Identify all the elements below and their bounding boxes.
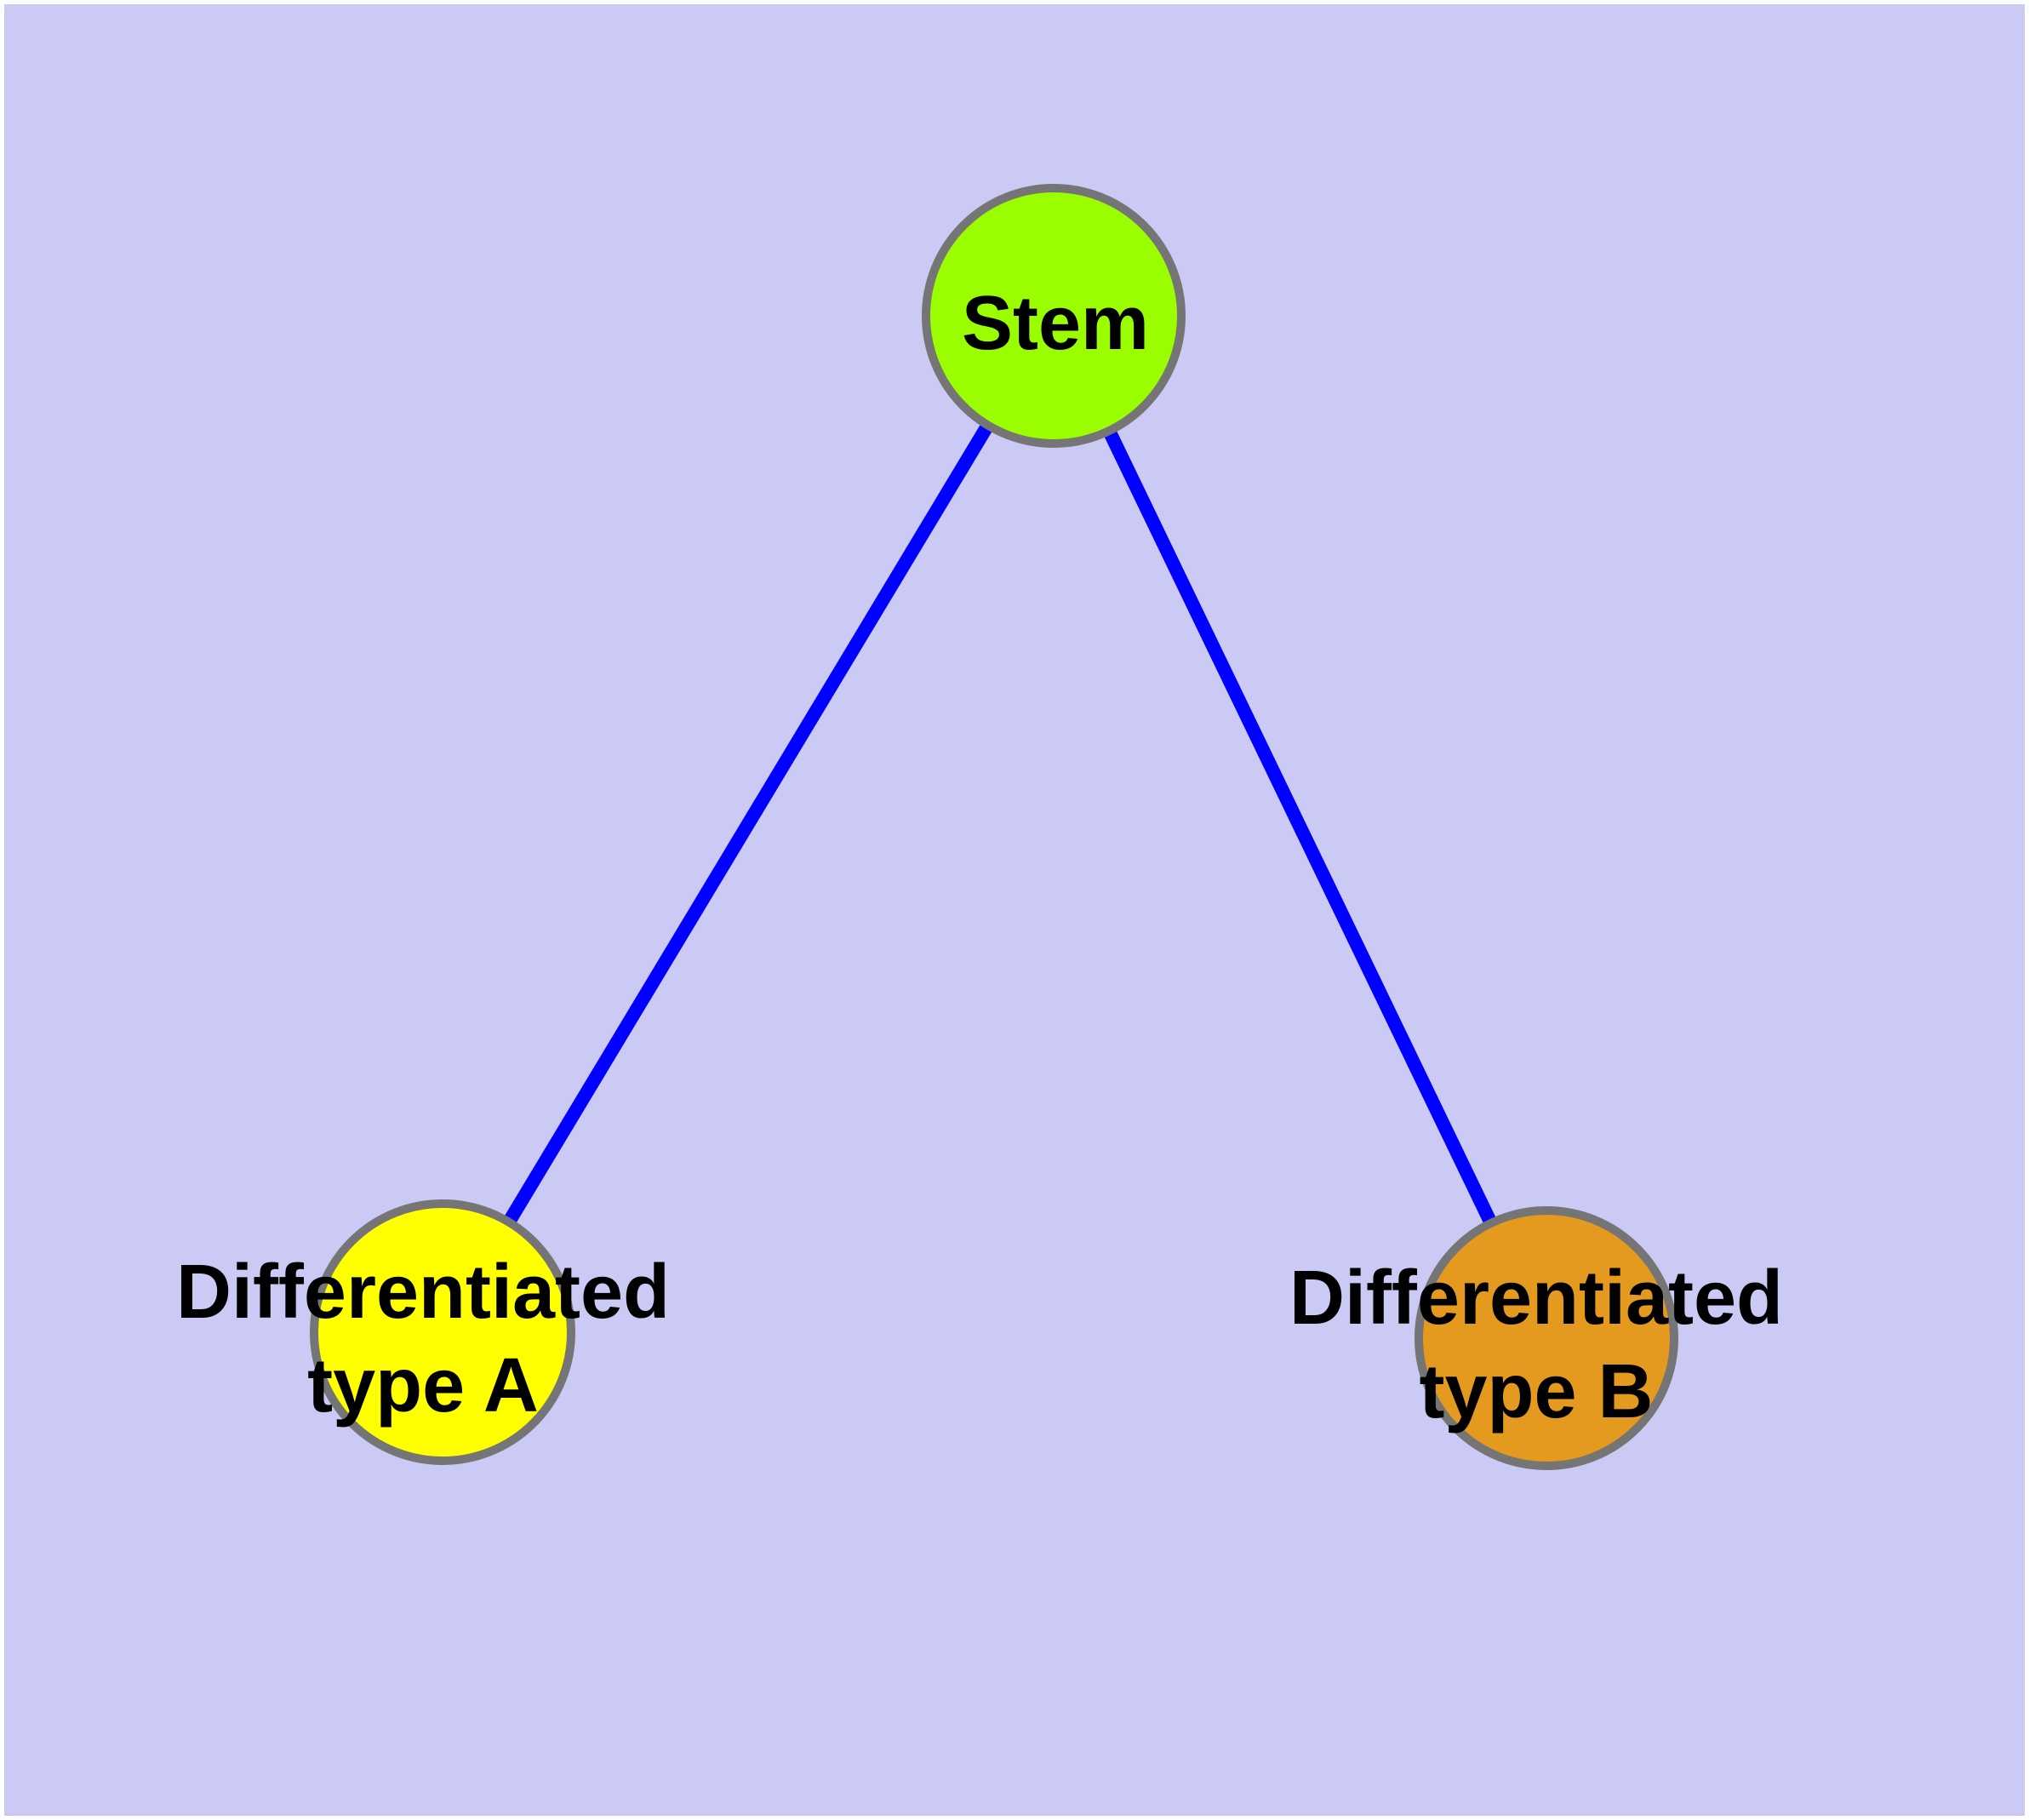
edge-stem-to-type-b bbox=[1047, 312, 1553, 1342]
edge-layer bbox=[437, 312, 1553, 1342]
node-differentiated-type-b: Differentiated type B bbox=[1289, 1206, 1783, 1470]
node-type-b-label-line2: type B bbox=[1419, 1349, 1653, 1434]
node-type-a-label-line1: Differentiated bbox=[176, 1250, 670, 1335]
node-stem-label: Stem bbox=[962, 281, 1149, 366]
edge-stem-to-type-a bbox=[437, 312, 1060, 1336]
node-type-a-label-line2: type A bbox=[307, 1343, 539, 1428]
node-type-b-label-line1: Differentiated bbox=[1289, 1256, 1783, 1341]
node-differentiated-type-a: Differentiated type A bbox=[176, 1199, 670, 1465]
node-type-b-circle bbox=[1415, 1206, 1678, 1470]
node-type-a-circle bbox=[310, 1199, 575, 1465]
node-stem: Stem bbox=[922, 184, 1186, 448]
node-stem-circle bbox=[922, 184, 1186, 448]
